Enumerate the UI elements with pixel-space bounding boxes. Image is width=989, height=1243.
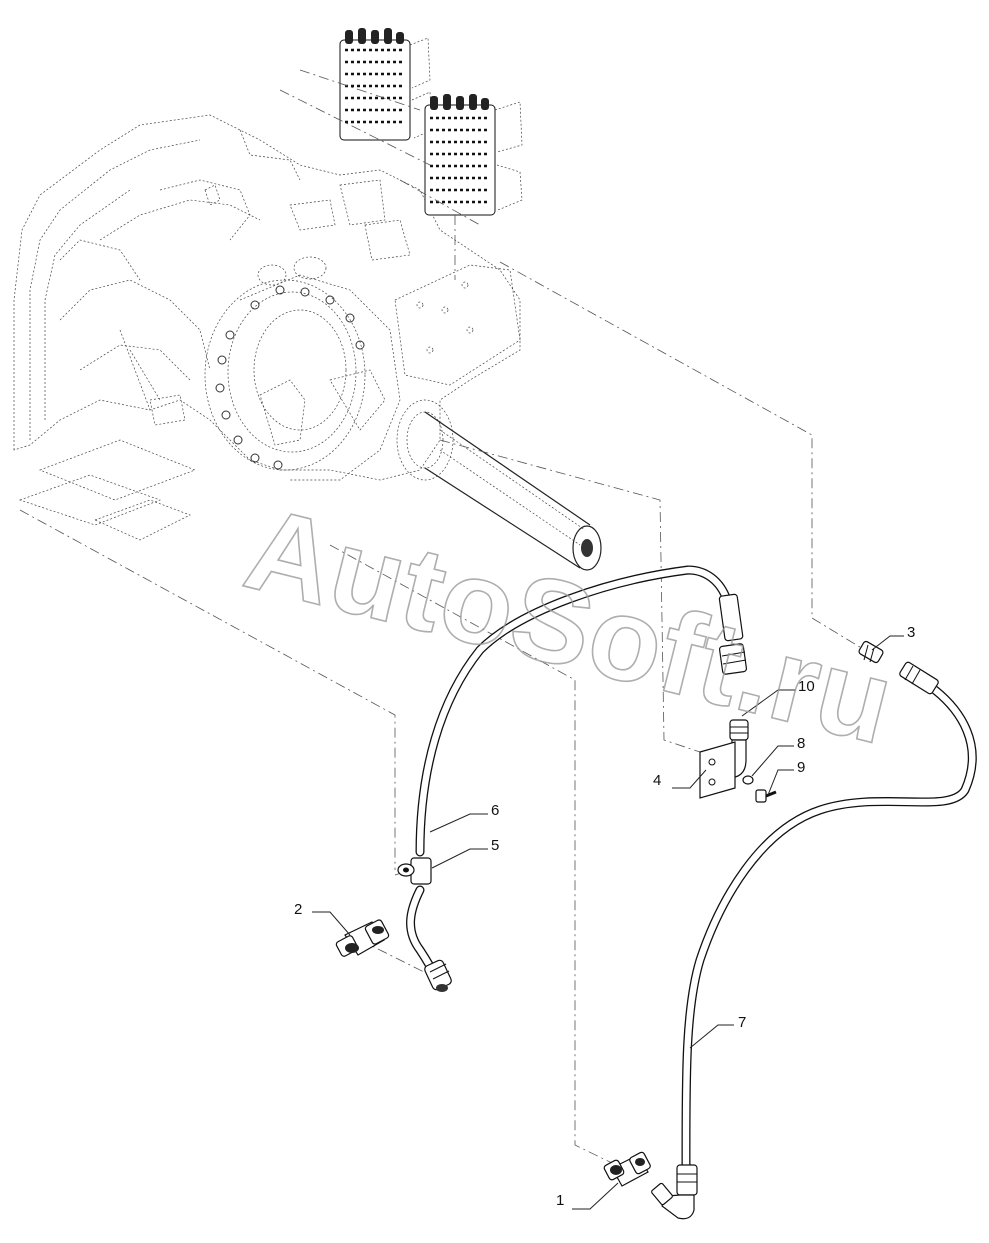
tee-fitting-1 bbox=[603, 1151, 651, 1187]
callout-6: 6 bbox=[429, 802, 499, 833]
callout-5: 5 bbox=[431, 837, 499, 869]
label-1: 1 bbox=[556, 1192, 564, 1209]
watermark: AutoSoft.ru bbox=[234, 482, 906, 770]
transmission-housing bbox=[13, 114, 602, 571]
control-valve-upper bbox=[339, 28, 433, 141]
label-5: 5 bbox=[491, 837, 499, 854]
hose-clip bbox=[397, 857, 432, 885]
adapter-3 bbox=[858, 640, 884, 664]
label-6: 6 bbox=[491, 802, 499, 819]
bolt-9 bbox=[755, 789, 777, 803]
label-8: 8 bbox=[797, 735, 805, 752]
washer-8 bbox=[742, 775, 754, 785]
callout-1: 1 bbox=[556, 1182, 619, 1210]
label-3: 3 bbox=[907, 624, 915, 641]
label-2: 2 bbox=[294, 901, 302, 918]
mounting-bracket-4 bbox=[699, 741, 736, 799]
control-valve-lower bbox=[424, 94, 523, 216]
hose-6 bbox=[406, 565, 732, 990]
callout-7: 7 bbox=[689, 1014, 746, 1049]
hose-7 bbox=[681, 685, 977, 1175]
callout-10: 10 bbox=[741, 678, 815, 717]
callout-8: 8 bbox=[751, 735, 805, 777]
housing-bolts bbox=[215, 285, 365, 470]
label-7: 7 bbox=[738, 1014, 746, 1031]
callout-4: 4 bbox=[653, 769, 707, 789]
label-9: 9 bbox=[797, 759, 805, 776]
hose-7-lower-fitting bbox=[651, 1164, 698, 1220]
hose-7-upper-fitting bbox=[899, 661, 939, 695]
tee-fitting-2 bbox=[335, 919, 390, 957]
hose-6-upper-fitting bbox=[718, 593, 748, 675]
label-10: 10 bbox=[798, 678, 815, 695]
label-4: 4 bbox=[653, 772, 661, 789]
hose-6-lower-fitting bbox=[424, 959, 452, 992]
callout-9: 9 bbox=[767, 759, 805, 796]
callout-2: 2 bbox=[294, 901, 351, 936]
construction-lines bbox=[19, 69, 869, 1164]
callout-3: 3 bbox=[871, 624, 915, 651]
